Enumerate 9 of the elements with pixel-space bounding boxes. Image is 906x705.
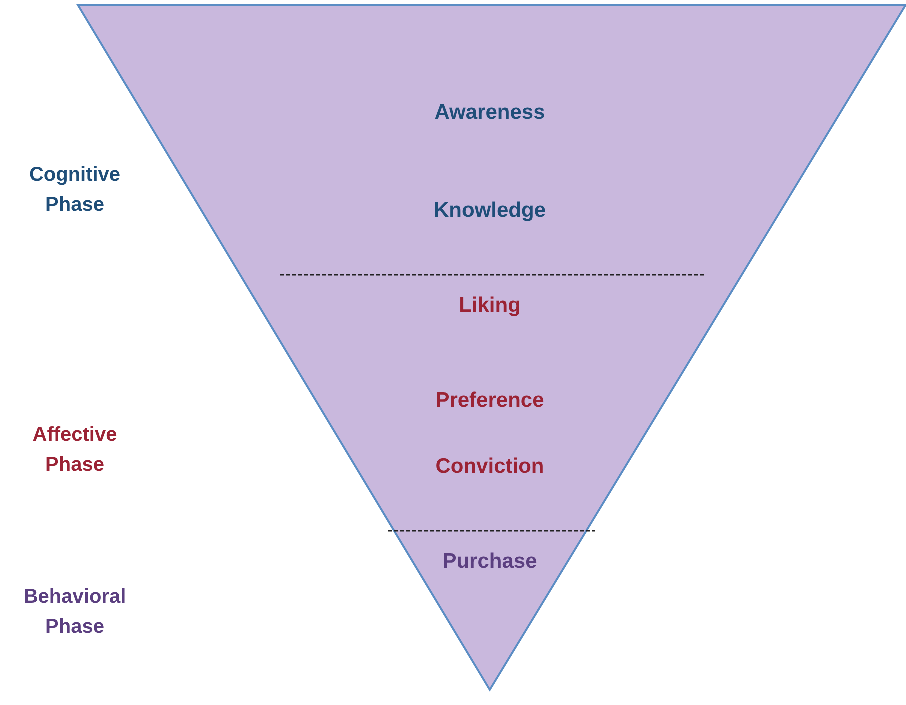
phase-label: Affective Phase	[32, 423, 118, 478]
phase-label: Cognitive Phase	[28, 163, 122, 218]
stage-label: Awareness	[434, 101, 546, 125]
stage-label: Preference	[436, 389, 544, 413]
stage-label: Knowledge	[434, 199, 546, 223]
stage-label: Conviction	[436, 455, 544, 479]
stage-label: Purchase	[442, 550, 538, 574]
phase-label: Behavioral Phase	[22, 585, 128, 640]
stage-label: Liking	[459, 294, 521, 318]
